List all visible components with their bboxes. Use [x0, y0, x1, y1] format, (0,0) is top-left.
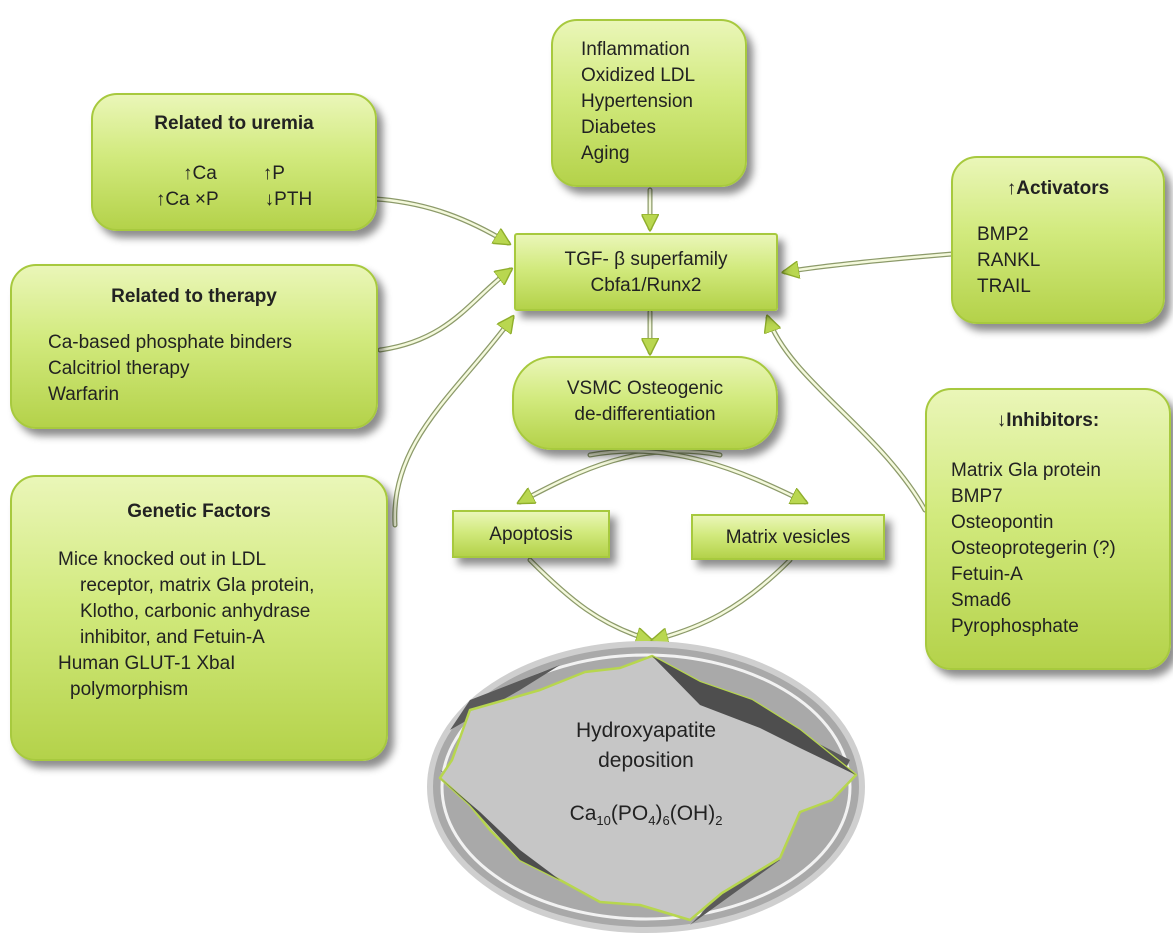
uremia-item: ↓PTH — [264, 189, 313, 210]
uremia-item: ↑Ca — [183, 163, 217, 184]
inhibitor-item: Fetuin-A — [951, 564, 1023, 585]
risk-factors-box: Inflammation Oxidized LDL Hypertension D… — [551, 19, 747, 187]
therapy-title: Related to therapy — [111, 286, 277, 307]
arrow-apoptosis-to-deposition — [527, 557, 653, 643]
therapy-item: Warfarin — [48, 384, 120, 405]
arrow-uremia-to-tgf — [373, 196, 511, 246]
inhibitor-item: Matrix Gla protein — [951, 460, 1101, 481]
inhibitor-item: Pyrophosphate — [951, 616, 1079, 637]
inhibitor-item: Smad6 — [951, 590, 1012, 611]
hydroxyapatite-oval — [427, 641, 865, 933]
vsmc-line2: de-differentiation — [574, 404, 716, 425]
therapy-item: Calcitriol therapy — [48, 358, 190, 379]
activator-item: BMP2 — [977, 224, 1029, 245]
activators-title: ↑Activators — [1006, 178, 1110, 199]
activator-item: RANKL — [977, 250, 1041, 271]
genetic-title: Genetic Factors — [127, 501, 271, 522]
inhibitor-item: Osteoprotegerin (?) — [951, 538, 1116, 559]
hydroxyapatite-formula: Ca10(PO4)6(OH)2 — [569, 802, 723, 829]
tgf-beta-line2: Cbfa1/Runx2 — [590, 275, 702, 296]
apoptosis-label: Apoptosis — [489, 524, 573, 545]
uremia-box: Related to uremia ↑Ca ↑P ↑Ca ×P ↓PTH — [91, 93, 377, 231]
risk-item: Hypertension — [581, 91, 693, 112]
therapy-box: Related to therapy Ca-based phosphate bi… — [10, 264, 378, 429]
tgf-beta-box: TGF- β superfamily Cbfa1/Runx2 — [514, 233, 778, 311]
arrow-vesicles-to-deposition — [651, 557, 793, 643]
therapy-item: Ca-based phosphate binders — [48, 332, 293, 353]
hydroxyapatite-line2: deposition — [598, 749, 694, 772]
genetic-line: inhibitor, and Fetuin-A — [80, 627, 265, 648]
matrix-vesicles-box: Matrix vesicles — [691, 514, 885, 560]
tgf-beta-line1: TGF- β superfamily — [564, 249, 728, 270]
risk-item: Inflammation — [581, 39, 690, 60]
apoptosis-box: Apoptosis — [452, 510, 610, 558]
uremia-item: ↑P — [262, 163, 285, 184]
hydroxyapatite-line1: Hydroxyapatite — [575, 719, 717, 742]
vsmc-line1: VSMC Osteogenic — [566, 378, 724, 399]
uremia-item: ↑Ca ×P — [155, 189, 219, 210]
genetic-line: Mice knocked out in LDL — [58, 549, 267, 570]
arrow-genetic-to-tgf — [392, 315, 515, 528]
genetic-factors-box: Genetic Factors Mice knocked out in LDL … — [10, 475, 388, 761]
inhibitors-box: ↓Inhibitors: Matrix Gla protein BMP7 Ost… — [925, 388, 1171, 670]
arrow-therapy-to-tgf — [377, 267, 513, 353]
uremia-row-2: ↑Ca ×P ↓PTH — [93, 187, 375, 213]
inhibitors-title: ↓Inhibitors: — [996, 410, 1100, 431]
genetic-line: Human GLUT-1 XbaI — [58, 653, 236, 674]
genetic-line: Klotho, carbonic anhydrase — [80, 601, 311, 622]
uremia-row-1: ↑Ca ↑P — [93, 161, 375, 187]
hydroxyapatite-label: Hydroxyapatite deposition — [546, 716, 746, 776]
genetic-line: polymorphism — [70, 679, 189, 700]
risk-item: Oxidized LDL — [581, 65, 696, 86]
genetic-line: receptor, matrix Gla protein, — [80, 575, 315, 596]
activators-box: ↑Activators BMP2 RANKL TRAIL — [951, 156, 1165, 324]
activator-item: TRAIL — [977, 276, 1031, 297]
risk-item: Diabetes — [581, 117, 656, 138]
inhibitor-item: BMP7 — [951, 486, 1003, 507]
risk-item: Aging — [581, 143, 630, 164]
vsmc-box: VSMC Osteogenic de-differentiation — [512, 356, 778, 450]
inhibitor-item: Osteopontin — [951, 512, 1054, 533]
uremia-title: Related to uremia — [154, 113, 314, 134]
matrix-vesicles-label: Matrix vesicles — [725, 527, 851, 548]
